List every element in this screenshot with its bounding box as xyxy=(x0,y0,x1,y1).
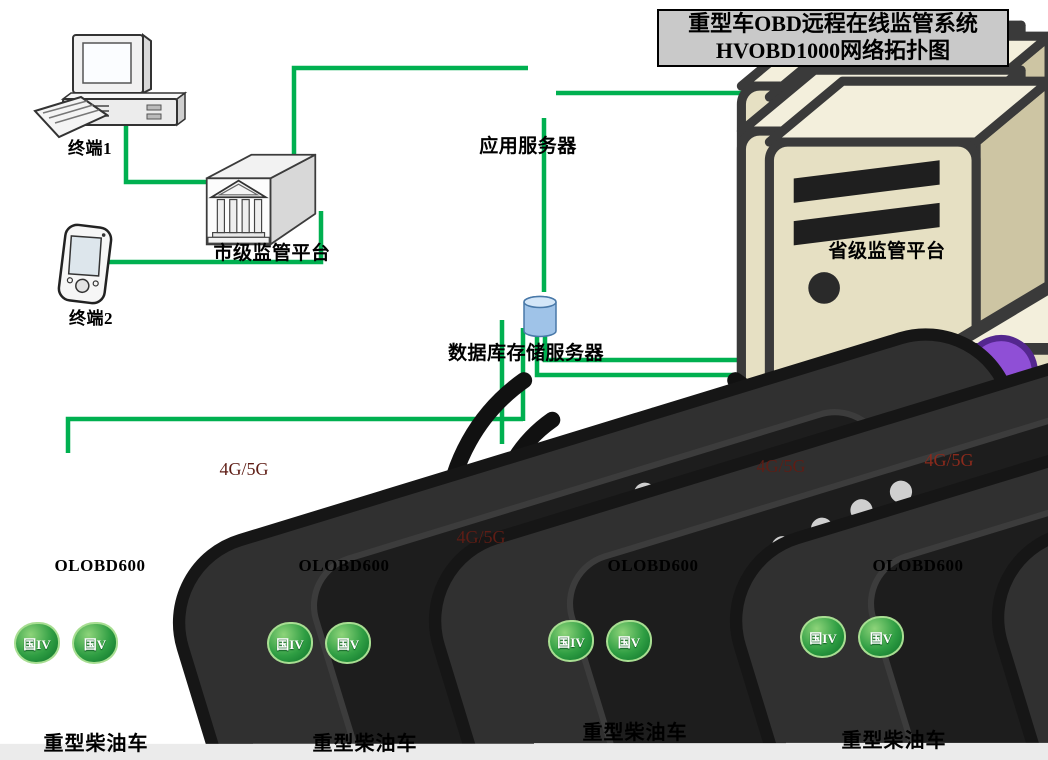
truck3-badge-guo5: 国V xyxy=(606,620,652,662)
db-server-icon xyxy=(523,271,1048,760)
truck4-badge-guo5: 国V xyxy=(858,616,904,658)
truck4-badge-guo4: 国IV xyxy=(800,616,846,658)
terminal1-computer-icon xyxy=(33,33,188,139)
terminal1-label: 终端1 xyxy=(68,139,112,158)
link-obd1-antenna1-bus xyxy=(65,416,523,453)
title-line2: HVOBD1000网络拓扑图 xyxy=(715,38,951,63)
terminal2-pda-icon xyxy=(57,223,113,305)
terminal2-label: 终端2 xyxy=(69,309,113,328)
antenna3-label: 4G/5G xyxy=(756,456,806,476)
antenna2-label: 4G/5G xyxy=(456,527,506,547)
link-terminal2-city-platform xyxy=(108,211,324,265)
truck1-label: 重型柴油车 xyxy=(43,733,149,755)
link-city-platform-app-server xyxy=(291,65,528,157)
title-box: 重型车OBD远程在线监管系统 HVOBD1000网络拓扑图 xyxy=(657,9,1009,67)
city-platform-label: 市级监管平台 xyxy=(213,243,331,264)
keyboard-icon xyxy=(33,95,110,139)
antenna1-label: 4G/5G xyxy=(219,459,269,479)
truck1-badge-guo5: 国V xyxy=(72,622,118,664)
truck4-label: 重型柴油车 xyxy=(841,730,947,752)
truck3-label: 重型柴油车 xyxy=(582,722,688,744)
db-server-label: 数据库存储服务器 xyxy=(447,343,605,364)
province-platform-label: 省级监管平台 xyxy=(828,241,946,262)
obd3-label: OLOBD600 xyxy=(607,556,699,575)
app-server-label: 应用服务器 xyxy=(479,136,577,157)
truck1-badge-guo4: 国IV xyxy=(14,622,60,664)
obd1-label: OLOBD600 xyxy=(54,556,146,575)
truck3-badge-guo4: 国IV xyxy=(548,620,594,662)
obd2-label: OLOBD600 xyxy=(298,556,390,575)
database-cylinder-icon xyxy=(523,295,557,338)
obd4-label: OLOBD600 xyxy=(872,556,964,575)
city-platform-building-icon xyxy=(205,153,317,246)
truck2-label: 重型柴油车 xyxy=(312,733,418,755)
truck2-badge-guo5: 国V xyxy=(325,622,371,664)
truck2-badge-guo4: 国IV xyxy=(267,622,313,664)
link-db-server-antenna3 xyxy=(534,336,754,378)
title-line1: 重型车OBD远程在线监管系统 xyxy=(688,11,978,37)
antenna4-label: 4G/5G xyxy=(924,450,974,470)
